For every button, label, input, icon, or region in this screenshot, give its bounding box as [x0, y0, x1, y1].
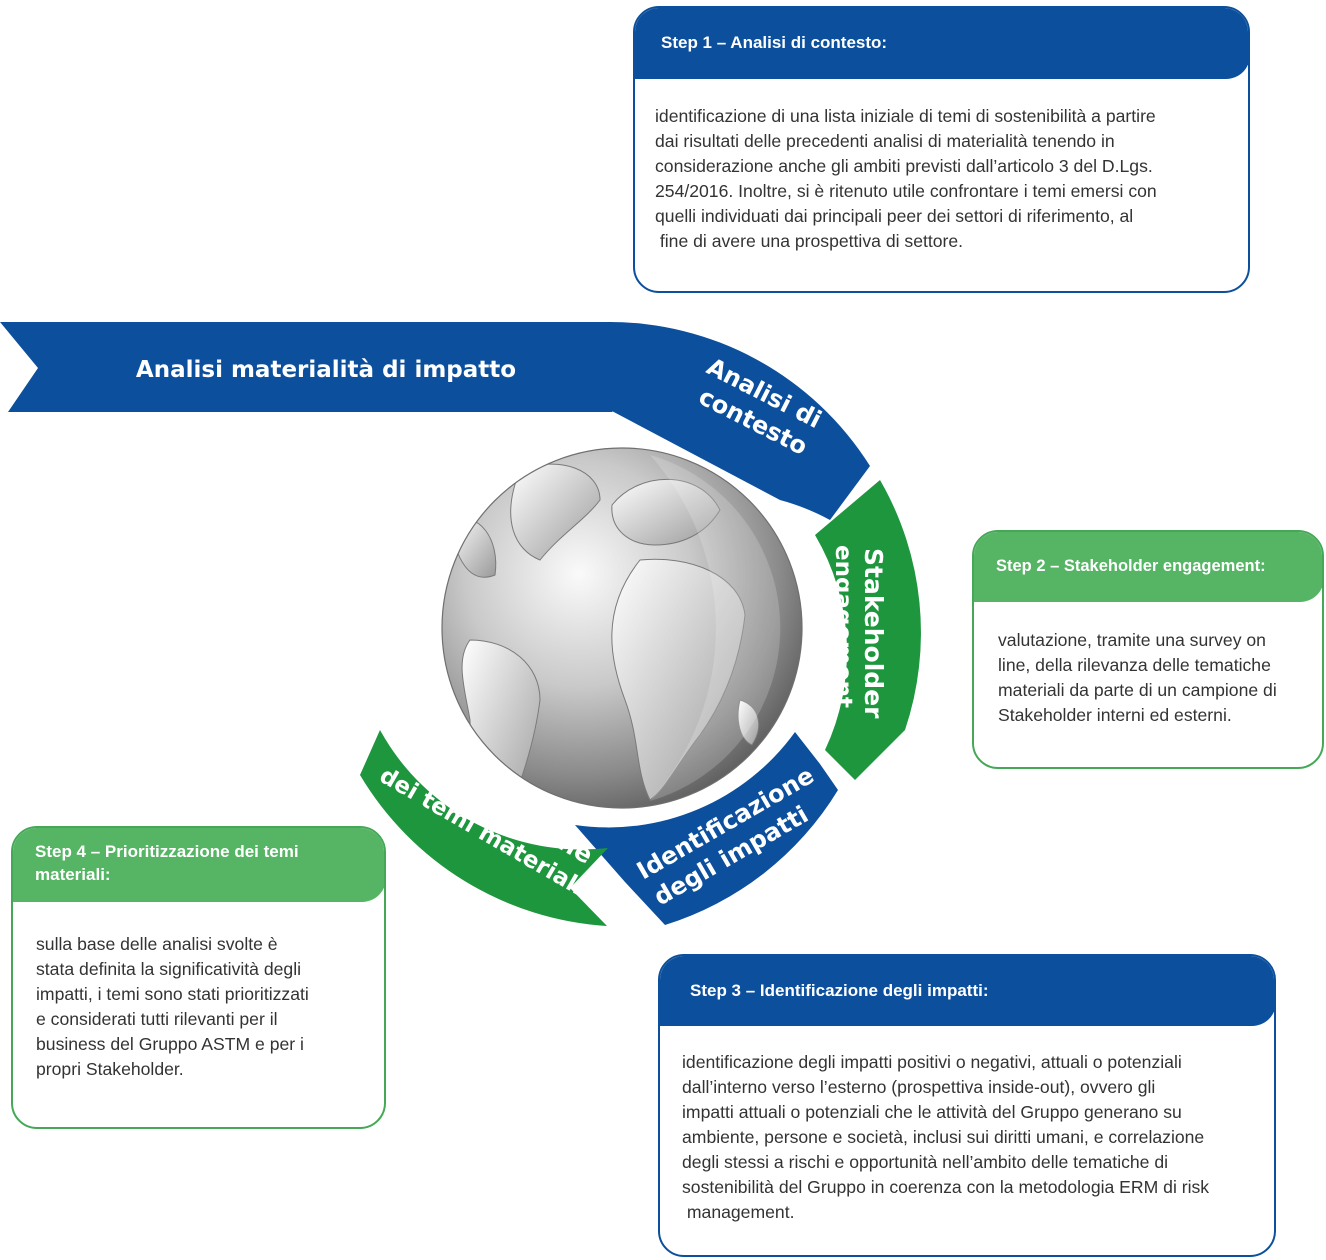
globe-image: [441, 447, 803, 809]
cycle-segment-analisi-contesto: [605, 321, 870, 520]
step4-title: Step 4 – Prioritizzazione dei temi mater…: [13, 828, 384, 902]
step2-text: valutazione, tramite una survey on line,…: [998, 630, 1277, 725]
step4-card: Step 4 – Prioritizzazione dei temi mater…: [11, 826, 386, 1129]
svg-text:engagement: engagement: [830, 545, 856, 708]
step3-title: Step 3 – Identificazione degli impatti:: [660, 956, 1274, 1026]
banner-label: Analisi materialità di impatto: [136, 357, 516, 383]
step2-title: Step 2 – Stakeholder engagement:: [974, 532, 1322, 602]
step3-text: identificazione degli impatti positivi o…: [682, 1052, 1210, 1222]
step1-card: Step 1 – Analisi di contesto: identifica…: [633, 6, 1250, 293]
cycle-segment-identificazione-impatti: [575, 732, 838, 925]
segment2-label: Stakeholder engagement: [830, 545, 888, 719]
step1-title: Step 1 – Analisi di contesto:: [635, 8, 1248, 79]
step1-text: identificazione di una lista iniziale di…: [655, 106, 1157, 251]
step4-text: sulla base delle analisi svolte è stata …: [36, 934, 309, 1079]
cycle-segment-stakeholder-engagement: [815, 480, 921, 780]
step3-card: Step 3 – Identificazione degli impatti: …: [658, 954, 1276, 1257]
cycle-segment-prioritizzazione: [360, 730, 608, 926]
banner-arrow: [0, 322, 658, 412]
step2-card: Step 2 – Stakeholder engagement: valutaz…: [972, 530, 1324, 769]
svg-text:Stakeholder: Stakeholder: [859, 548, 888, 719]
